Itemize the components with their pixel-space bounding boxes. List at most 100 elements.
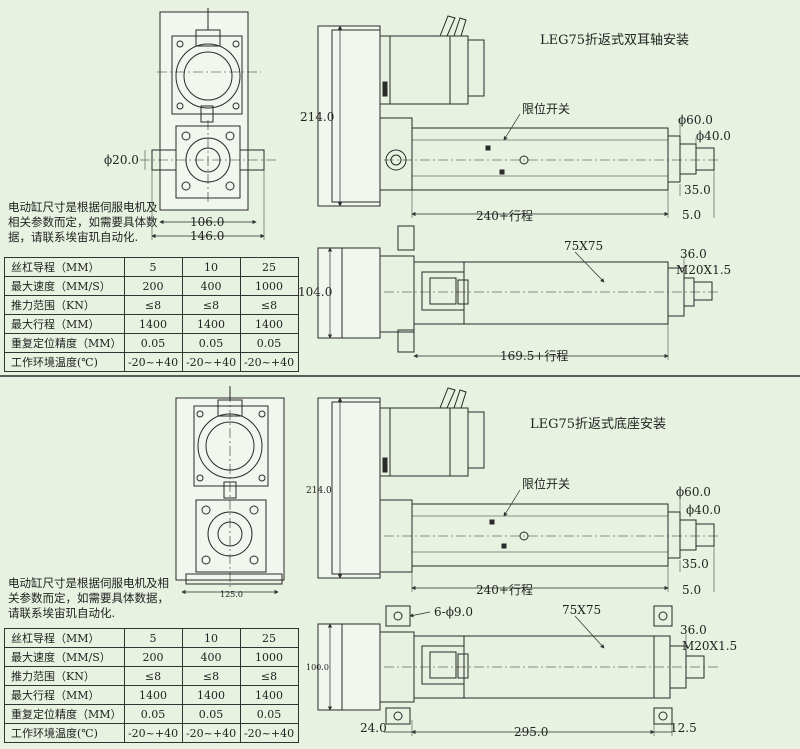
top-plan-view <box>317 225 720 353</box>
table-cell: -20~+40 <box>123 723 183 743</box>
table-row: 工作环境温度(℃) -20~+40 -20~+40 -20~+40 <box>4 352 299 372</box>
top-dim-75x75: 75X75 <box>564 239 603 253</box>
table-cell: 0.05 <box>239 333 299 353</box>
bottom-end-view <box>175 386 285 590</box>
table-cell: 0.05 <box>181 333 241 353</box>
table-row: 重复定位精度（MM） 0.05 0.05 0.05 <box>4 704 299 724</box>
table-cell: 1000 <box>239 276 299 296</box>
table-cell: 1400 <box>239 685 299 705</box>
top-dim-stroke: 240+行程 <box>476 208 533 223</box>
bottom-side-view <box>317 387 720 579</box>
table-cell: 0.05 <box>181 704 241 724</box>
table-cell: ≤8 <box>123 666 183 686</box>
top-dim-thread: M20X1.5 <box>676 263 731 277</box>
bottom-dim-24: 24.0 <box>360 721 387 735</box>
table-cell: 400 <box>181 276 241 296</box>
top-spec-table: 丝杠导程（MM） 5 10 25 最大速度（MM/S） 200 400 1000… <box>4 257 299 372</box>
top-dim-phi20: ϕ20.0 <box>104 153 139 167</box>
table-cell: 1400 <box>181 685 241 705</box>
bottom-dim-295: 295.0 <box>514 725 548 739</box>
bottom-dim-125: 125.0 <box>220 590 243 599</box>
bottom-dim-thread: M20X1.5 <box>682 639 737 653</box>
table-row: 重复定位精度（MM） 0.05 0.05 0.05 <box>4 333 299 353</box>
table-cell: 5 <box>123 257 183 277</box>
table-cell: 1400 <box>181 314 241 334</box>
table-cell: 0.05 <box>123 333 183 353</box>
table-cell: -20~+40 <box>239 352 299 372</box>
table-cell: 1000 <box>239 647 299 667</box>
table-cell: 推力范围（KN） <box>4 295 125 315</box>
table-cell: -20~+40 <box>181 352 241 372</box>
table-cell: -20~+40 <box>123 352 183 372</box>
table-cell: 最大速度（MM/S） <box>4 276 125 296</box>
bottom-dim-100: 100.0 <box>306 663 329 672</box>
table-row: 最大速度（MM/S） 200 400 1000 <box>4 647 299 667</box>
table-cell: 1400 <box>239 314 299 334</box>
top-title: LEG75折返式双耳轴安装 <box>540 33 689 48</box>
bottom-note: 电动缸尺寸是根据伺服电机及相关参数而定，如需要具体数据，请联系埃宙玑自动化. <box>8 576 169 620</box>
table-cell: ≤8 <box>239 295 299 315</box>
bottom-dim-35: 35.0 <box>682 557 709 571</box>
bottom-dim-36: 36.0 <box>680 623 707 637</box>
table-cell: 5 <box>123 628 183 648</box>
top-dim-104: 104.0 <box>298 285 332 299</box>
table-row: 丝杠导程（MM） 5 10 25 <box>4 628 299 648</box>
top-dim-phi40: ϕ40.0 <box>696 129 731 143</box>
table-cell: -20~+40 <box>239 723 299 743</box>
bottom-spec-table: 丝杠导程（MM） 5 10 25 最大速度（MM/S） 200 400 1000… <box>4 628 299 743</box>
table-cell: 400 <box>181 647 241 667</box>
bottom-plan-view <box>317 605 720 725</box>
table-cell: 10 <box>181 257 241 277</box>
top-side-view <box>317 15 720 207</box>
table-row: 丝杠导程（MM） 5 10 25 <box>4 257 299 277</box>
table-cell: 1400 <box>123 314 183 334</box>
table-cell: 工作环境温度(℃) <box>4 723 125 743</box>
table-cell: 25 <box>239 257 299 277</box>
table-cell: 工作环境温度(℃) <box>4 352 125 372</box>
table-cell: 0.05 <box>239 704 299 724</box>
bottom-dim-5: 5.0 <box>682 583 701 597</box>
top-dim-height: 214.0 <box>300 110 334 124</box>
table-cell: 丝杠导程（MM） <box>4 257 125 277</box>
table-cell: 10 <box>181 628 241 648</box>
table-cell: 丝杠导程（MM） <box>4 628 125 648</box>
table-cell: ≤8 <box>239 666 299 686</box>
table-cell: 0.05 <box>123 704 183 724</box>
top-limit-switch-label: 限位开关 <box>522 101 570 116</box>
top-dim-phi60: ϕ60.0 <box>678 113 713 127</box>
bottom-dim-holes: 6-ϕ9.0 <box>434 605 473 619</box>
top-dim-5: 5.0 <box>682 208 701 222</box>
table-row: 推力范围（KN） ≤8 ≤8 ≤8 <box>4 666 299 686</box>
bottom-dim-stroke: 240+行程 <box>476 582 533 597</box>
table-cell: 最大行程（MM） <box>4 685 125 705</box>
table-row: 推力范围（KN） ≤8 ≤8 ≤8 <box>4 295 299 315</box>
table-cell: -20~+40 <box>181 723 241 743</box>
top-dim-stroke2: 169.5+行程 <box>500 348 568 363</box>
top-dim-106: 106.0 <box>190 215 224 229</box>
bottom-dim-phi60: ϕ60.0 <box>676 485 711 499</box>
table-cell: 重复定位精度（MM） <box>4 333 125 353</box>
top-dim-146: 146.0 <box>190 229 224 243</box>
table-row: 最大行程（MM） 1400 1400 1400 <box>4 685 299 705</box>
table-cell: 推力范围（KN） <box>4 666 125 686</box>
table-cell: 1400 <box>123 685 183 705</box>
table-row: 最大速度（MM/S） 200 400 1000 <box>4 276 299 296</box>
table-cell: ≤8 <box>123 295 183 315</box>
table-row: 最大行程（MM） 1400 1400 1400 <box>4 314 299 334</box>
table-cell: 最大行程（MM） <box>4 314 125 334</box>
bottom-title: LEG75折返式底座安装 <box>530 416 666 432</box>
top-dim-36: 36.0 <box>680 247 707 261</box>
table-cell: 200 <box>123 276 183 296</box>
table-cell: 最大速度（MM/S） <box>4 647 125 667</box>
table-cell: 重复定位精度（MM） <box>4 704 125 724</box>
top-note: 电动缸尺寸是根据伺服电机及相关参数而定，如需要具体数据，请联系埃宙玑自动化. <box>8 200 158 244</box>
bottom-dim-12-5: 12.5 <box>670 721 697 735</box>
table-cell: ≤8 <box>181 295 241 315</box>
table-cell: ≤8 <box>181 666 241 686</box>
top-end-view <box>140 8 276 211</box>
bottom-dim-height: 214.0 <box>306 486 332 496</box>
bottom-dim-75x75: 75X75 <box>562 603 601 617</box>
top-dim-35: 35.0 <box>684 183 711 197</box>
